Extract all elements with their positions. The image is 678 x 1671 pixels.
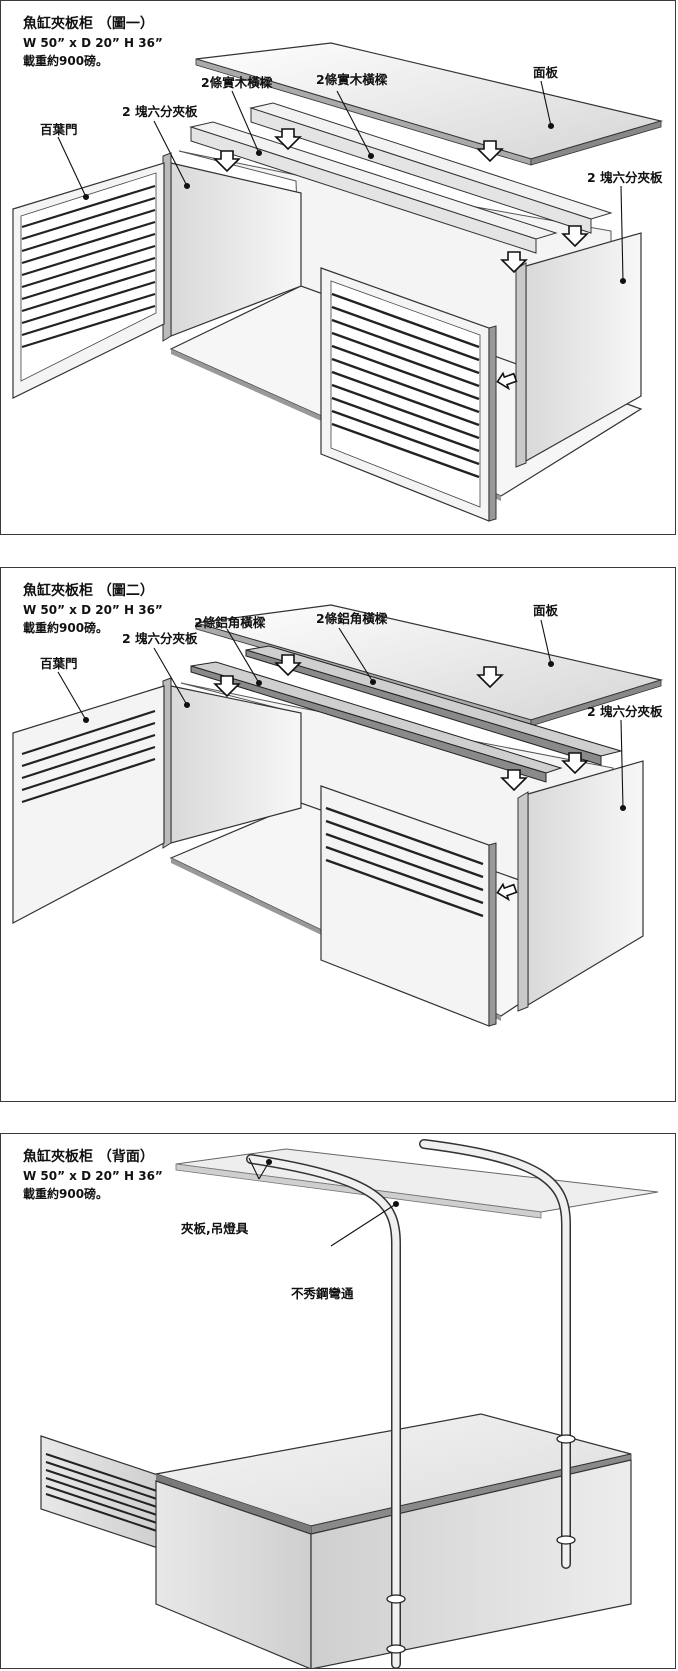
figure-2-panel: 魚缸夾板柜 （圖二） W 50” x D 20” H 36” 載重約900磅。 …	[0, 567, 676, 1102]
label-board-right: 2 塊六分夾板	[587, 170, 663, 185]
label-panel: 面板	[533, 65, 559, 80]
assembly-arrows	[213, 654, 589, 902]
label-beam-a: 2條實木橫樑	[201, 75, 273, 90]
right-board	[525, 232, 642, 463]
figure-1-load: 載重約900磅。	[23, 54, 109, 68]
figure-1-dimensions: W 50” x D 20” H 36”	[23, 36, 163, 50]
label-door: 百葉門	[40, 656, 78, 671]
front-louver-door	[320, 267, 497, 522]
label-door: 百葉門	[40, 122, 78, 137]
label-beam-b: 2條實木橫樑	[316, 72, 388, 87]
assembly-arrows	[213, 128, 589, 391]
figure-3-dimensions: W 50” x D 20” H 36”	[23, 1169, 163, 1183]
pipe-clamps	[386, 1434, 576, 1654]
figure-3-title: 魚缸夾板柜 （背面）	[23, 1149, 154, 1165]
aluminum-beam-1	[190, 661, 563, 783]
figure-3-panel: 魚缸夾板柜 （背面） W 50” x D 20” H 36” 載重約900磅。 …	[0, 1133, 676, 1669]
stainless-pipe-left	[246, 1154, 401, 1668]
left-louver-door	[12, 162, 165, 399]
label-pipe: 不秀鋼彎通	[291, 1286, 354, 1301]
figure-2-dimensions: W 50” x D 20” H 36”	[23, 603, 163, 617]
label-clamp: 夾板,吊燈具	[181, 1221, 249, 1236]
right-board	[527, 760, 644, 1007]
aluminum-beam-2	[245, 645, 623, 766]
beam-2	[249, 102, 613, 234]
left-louver-door	[12, 685, 165, 924]
figure-3-load: 載重約900磅。	[23, 1187, 109, 1201]
cabinet-body	[40, 1413, 632, 1668]
figure-2-title: 魚缸夾板柜 （圖二）	[23, 583, 154, 599]
label-beam-a: 2條鋁角橫樑	[194, 615, 266, 630]
figure-2-load: 載重約900磅。	[23, 621, 109, 635]
figure-1-drawing	[12, 42, 664, 522]
figure-1-panel: 魚缸夾板柜 （圖一） W 50” x D 20” H 36” 載重約900磅。 …	[0, 0, 676, 535]
figure-3-drawing	[40, 1139, 659, 1668]
figure-1-title: 魚缸夾板柜 （圖一）	[23, 16, 154, 32]
front-louver-door	[320, 785, 497, 1027]
label-board-left: 2 塊六分夾板	[122, 104, 198, 119]
label-beam-b: 2條鋁角橫樑	[316, 611, 388, 626]
figure-2-drawing	[12, 604, 664, 1027]
stainless-pipe-right	[419, 1139, 571, 1569]
label-board-right: 2 塊六分夾板	[587, 704, 663, 719]
label-panel: 面板	[533, 603, 559, 618]
beam-1	[189, 121, 558, 254]
label-board-left: 2 塊六分夾板	[122, 631, 198, 646]
